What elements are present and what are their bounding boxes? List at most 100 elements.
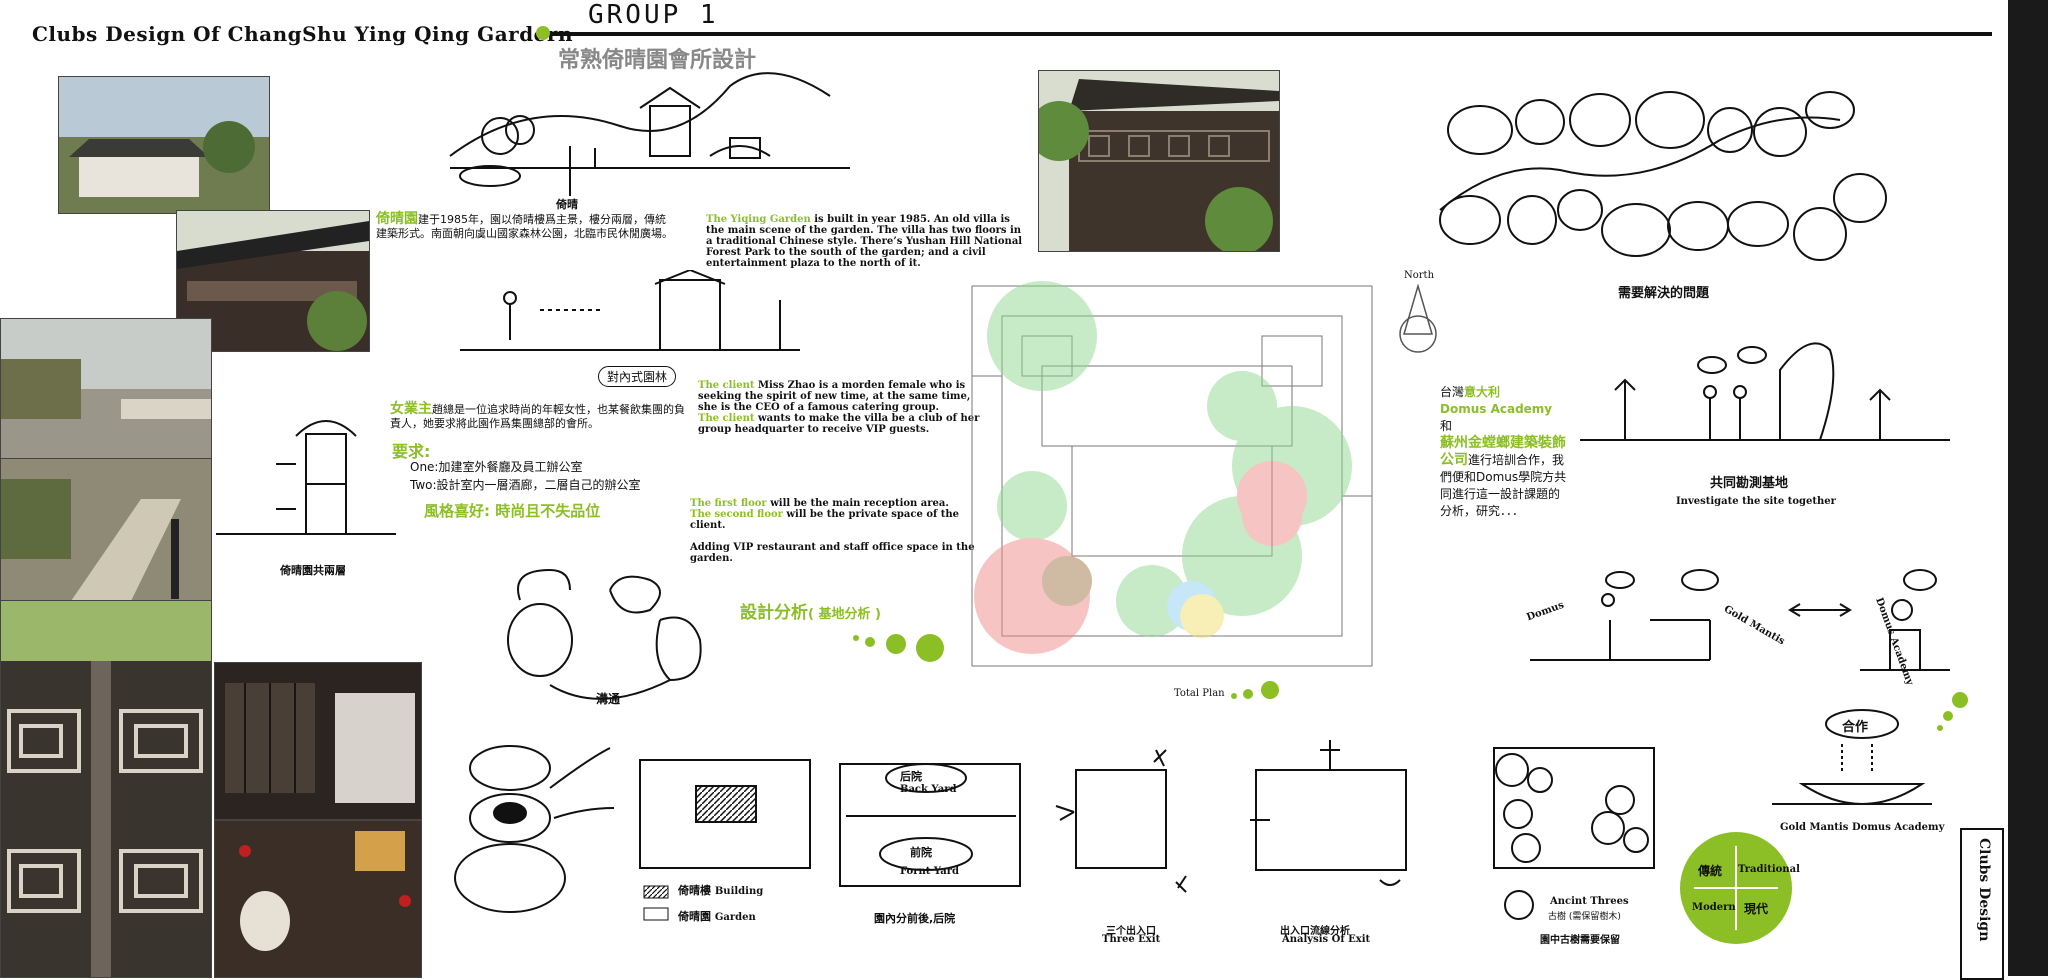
- second-floor-text: will be the private space of the client.: [690, 509, 960, 531]
- domus-note-domus: Domus Academy: [1440, 402, 1553, 416]
- back-yard-en: Back Yard: [900, 784, 957, 795]
- title-dot-icon: [536, 26, 550, 40]
- badge-modern-cn: 現代: [1744, 902, 1769, 916]
- back-yard-cn: 后院: [900, 770, 922, 783]
- building-garden-diagram: [639, 759, 811, 869]
- traditional-modern-badge: 傳統 Traditional Modern 現代: [1680, 832, 1800, 944]
- domus-note-rest: 進行培訓合作，我們便和Domus學院方共同進行這一設計課題的分析，研究．．．: [1440, 453, 1567, 518]
- photo-stone-stairs: [0, 458, 212, 602]
- trees-caption: 園中古樹需要保留: [1540, 935, 1620, 946]
- north-arrow-icon: [1399, 284, 1437, 353]
- problems-caption: 需要解決的問題: [1618, 286, 1710, 301]
- photo-garden-wall: [58, 76, 270, 214]
- right-edge-strip: [2008, 0, 2048, 976]
- total-plan-drawing: [971, 281, 1373, 667]
- plan-dots-icon: [1231, 681, 1279, 699]
- photo-interior-room: [214, 662, 422, 820]
- client-en-block: The client Miss Zhao is a morden female …: [698, 380, 988, 435]
- total-plan-caption: Total Plan: [1174, 688, 1225, 699]
- requirement-two: Two:設計室内一層酒廊，二層自己的辦公室: [410, 478, 641, 492]
- ancient-trees-diagram: [1493, 747, 1655, 869]
- domus-note-and: 和: [1440, 419, 1453, 433]
- ancient-trees-en: Ancint Threes: [1550, 896, 1629, 907]
- domus-note-italy: 意大利: [1464, 385, 1501, 399]
- photo-garden-path: [0, 318, 212, 460]
- photo-lattice-corridor: [0, 600, 212, 978]
- side-label-box: Clubs Design: [1960, 828, 2004, 980]
- ancient-tree-legend-icon: [1504, 890, 1534, 920]
- analysis-subtitle: ( 基地分析 ): [808, 607, 881, 622]
- domus-note: 台灣意大利 Domus Academy 和 蘇州金螳螂建築裝飾公司進行培訓合作，…: [1440, 384, 1570, 520]
- investigate-en: Investigate the site together: [1676, 496, 1836, 507]
- exit-analysis-diagram: [1250, 740, 1407, 886]
- requirement-one: One:加建室外餐廳及員工辦公室: [410, 460, 583, 474]
- adding-text: Adding VIP restaurant and staff office s…: [690, 542, 975, 564]
- side-label-text: Clubs Design: [1976, 838, 1992, 942]
- legend-swatches: [643, 885, 669, 921]
- sketch-label-yiqing: 倚晴: [556, 198, 578, 211]
- domus-goldmantis-sketch: [1530, 569, 1950, 671]
- photo-villa-main: [1038, 70, 1280, 252]
- photo-interior-lanterns: [214, 820, 422, 978]
- two-floors-caption: 倚晴園共兩層: [280, 564, 346, 577]
- domus-note-prefix: 台灣: [1440, 385, 1465, 399]
- intro-cn-text: 建于1985年，園以倚晴樓爲主景，樓分兩層，傳統建築形式。南面朝向虞山國家森林公…: [376, 213, 673, 240]
- gold-mantis-label: Gold Mantis: [1780, 822, 1849, 833]
- board-title: Clubs Design Of ChangShu Ying Qing Garde…: [32, 22, 573, 46]
- client-en-text2: wants to make the villa be a club of her…: [698, 413, 980, 435]
- legend-building-cn: 倚晴樓: [678, 884, 711, 897]
- badge-traditional-en: Traditional: [1738, 864, 1800, 875]
- client-en-text: Miss Zhao is a morden female who is seek…: [698, 380, 971, 413]
- intro-en-text: is built in year 1985. An old villa is t…: [706, 214, 1023, 269]
- legend-garden: 倚晴園 Garden: [678, 910, 756, 925]
- client-cn-block: 女業主趙總是一位追求時尚的年輕女性，也某餐飲集團的負責人，她要求將此園作爲集團總…: [390, 402, 690, 431]
- communication-sketch: [507, 568, 702, 700]
- style-preference-text: 時尚且不失品位: [495, 502, 601, 520]
- three-exit-cn: 三个出入口: [1106, 926, 1156, 937]
- intro-en-title: The Yiqing Garden: [706, 214, 811, 225]
- style-preference-label: 風格喜好:: [424, 502, 490, 520]
- badge-cross-icon: [1694, 846, 1778, 930]
- first-floor-label: The first floor: [690, 498, 767, 509]
- client-en-label: The client: [698, 380, 755, 391]
- three-exit-diagram: [1055, 749, 1187, 893]
- two-floors-sketch: [216, 420, 396, 535]
- analysis-title: 設計分析: [740, 603, 808, 623]
- header-rule: [552, 32, 1992, 36]
- front-back-yard-diagram: [839, 763, 1021, 887]
- requirements-title: 要求:: [392, 442, 431, 461]
- green-dots-icon: [853, 634, 944, 662]
- legend-garden-en: Garden: [714, 912, 756, 923]
- front-yard-cn: 前院: [910, 846, 932, 859]
- site-section-sketch: [449, 72, 850, 196]
- cooperate-label: 合作: [1842, 720, 1869, 735]
- north-label: North: [1404, 270, 1435, 281]
- badge-traditional-cn: 傳統: [1698, 864, 1723, 878]
- investigate-site-sketch: [1580, 342, 1950, 441]
- communication-caption: 溝通: [596, 692, 621, 706]
- intro-cn-title: 倚晴園: [376, 211, 418, 227]
- style-preference: 風格喜好: 時尚且不失品位: [424, 500, 600, 521]
- internal-garden-bubble: 對內式園林: [598, 366, 677, 387]
- three-exit-en: Three Exit: [1102, 934, 1161, 945]
- chinese-title: 常熟倚晴園會所設計: [558, 48, 757, 73]
- client-en-label2: The client: [698, 413, 755, 424]
- legend-garden-cn: 倚晴園: [678, 910, 711, 923]
- domus-academy-label: Domus Academy: [1852, 822, 1945, 833]
- problems-bubble-sketch: [1439, 91, 1887, 261]
- legend-building: 倚晴樓 Building: [678, 884, 763, 899]
- exit-analysis-cn: 出入口流線分析: [1280, 926, 1350, 937]
- location-sketch: [454, 745, 615, 913]
- front-yard-en: Fornt Yard: [900, 866, 959, 877]
- client-cn-text: 趙總是一位追求時尚的年輕女性，也某餐飲集團的負責人，她要求將此園作爲集團總部的會…: [390, 403, 685, 430]
- badge-modern-en: Modern: [1692, 902, 1736, 913]
- analysis-heading: 設計分析( 基地分析 ): [740, 598, 881, 623]
- legend-building-en: Building: [714, 886, 764, 897]
- second-floor-label: The second floor: [690, 509, 783, 520]
- domus-note-suzhou: 蘇州金螳螂建築裝飾公司: [1440, 435, 1566, 468]
- cooperate-dots-icon: [1937, 692, 1968, 731]
- people-villa-sketch: [460, 270, 800, 351]
- exit-analysis-en: Analysis Of Exit: [1282, 934, 1371, 945]
- ancient-trees-cn: 古樹 (需保留樹木): [1548, 912, 1621, 922]
- first-floor-text: will be the main reception area.: [770, 498, 949, 509]
